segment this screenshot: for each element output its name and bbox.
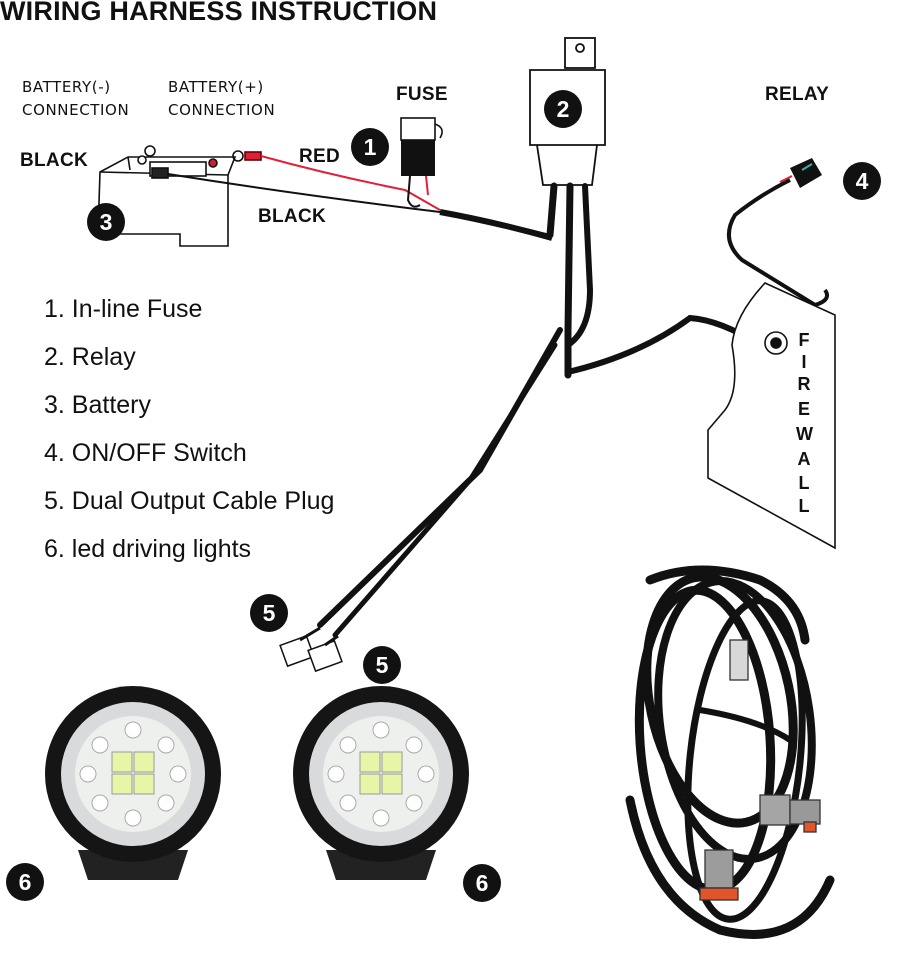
badge-fuse: 1 [351, 128, 389, 166]
switch-connector [779, 158, 822, 188]
diagram-title: WIRING HARNESS INSTRUCTION [0, 0, 438, 26]
badge-plug-left: 5 [250, 594, 288, 632]
led-light-right [293, 686, 469, 880]
black-terminal-label: BLACK [20, 150, 88, 171]
ring-terminals [144, 145, 262, 179]
red-wire-label: RED [299, 146, 341, 167]
firewall-letter: L [798, 473, 810, 493]
firewall-letter: A [797, 449, 811, 469]
fuse-holder [400, 117, 443, 208]
battery-positive-label-line2: CONNECTION [168, 101, 276, 119]
badge-relay: 2 [544, 90, 582, 128]
red-wire [260, 155, 441, 211]
legend-item-lights: 6. led driving lights [44, 535, 252, 563]
badge-plug-top: 5 [363, 646, 401, 684]
firewall-letter: E [797, 399, 810, 419]
led-light-left [45, 686, 221, 880]
badge-switch: 4 [843, 162, 881, 200]
black-wire-label: BLACK [258, 206, 326, 227]
output-plugs [279, 626, 343, 673]
badge-battery: 3 [87, 203, 125, 241]
battery-negative-label-line1: BATTERY(-) [22, 78, 111, 96]
firewall-letter: W [796, 424, 813, 444]
firewall-panel [707, 282, 836, 550]
battery-positive-label-line1: BATTERY(+) [168, 78, 264, 96]
badge-light-right: 6 [463, 864, 501, 902]
switch-wire [726, 178, 829, 308]
legend-item-relay: 2. Relay [44, 343, 136, 371]
firewall-letter: L [798, 496, 810, 516]
badge-light-left: 6 [6, 863, 44, 901]
harness-connectors [699, 639, 821, 901]
legend-item-fuse: 1. In-line Fuse [44, 295, 203, 323]
component-legend: 1. In-line Fuse 2. Relay 3. Battery 4. O… [44, 292, 334, 580]
firewall-letter: F [798, 330, 810, 350]
relay-label: RELAY [765, 84, 830, 105]
battery-negative-label-line2: CONNECTION [22, 101, 130, 119]
firewall-letter: I [801, 352, 807, 372]
firewall-letter: R [797, 374, 811, 394]
fuse-label: FUSE [396, 84, 448, 105]
legend-item-switch: 4. ON/OFF Switch [44, 439, 247, 467]
legend-item-plug: 5. Dual Output Cable Plug [44, 487, 335, 515]
legend-item-battery: 3. Battery [44, 391, 151, 419]
